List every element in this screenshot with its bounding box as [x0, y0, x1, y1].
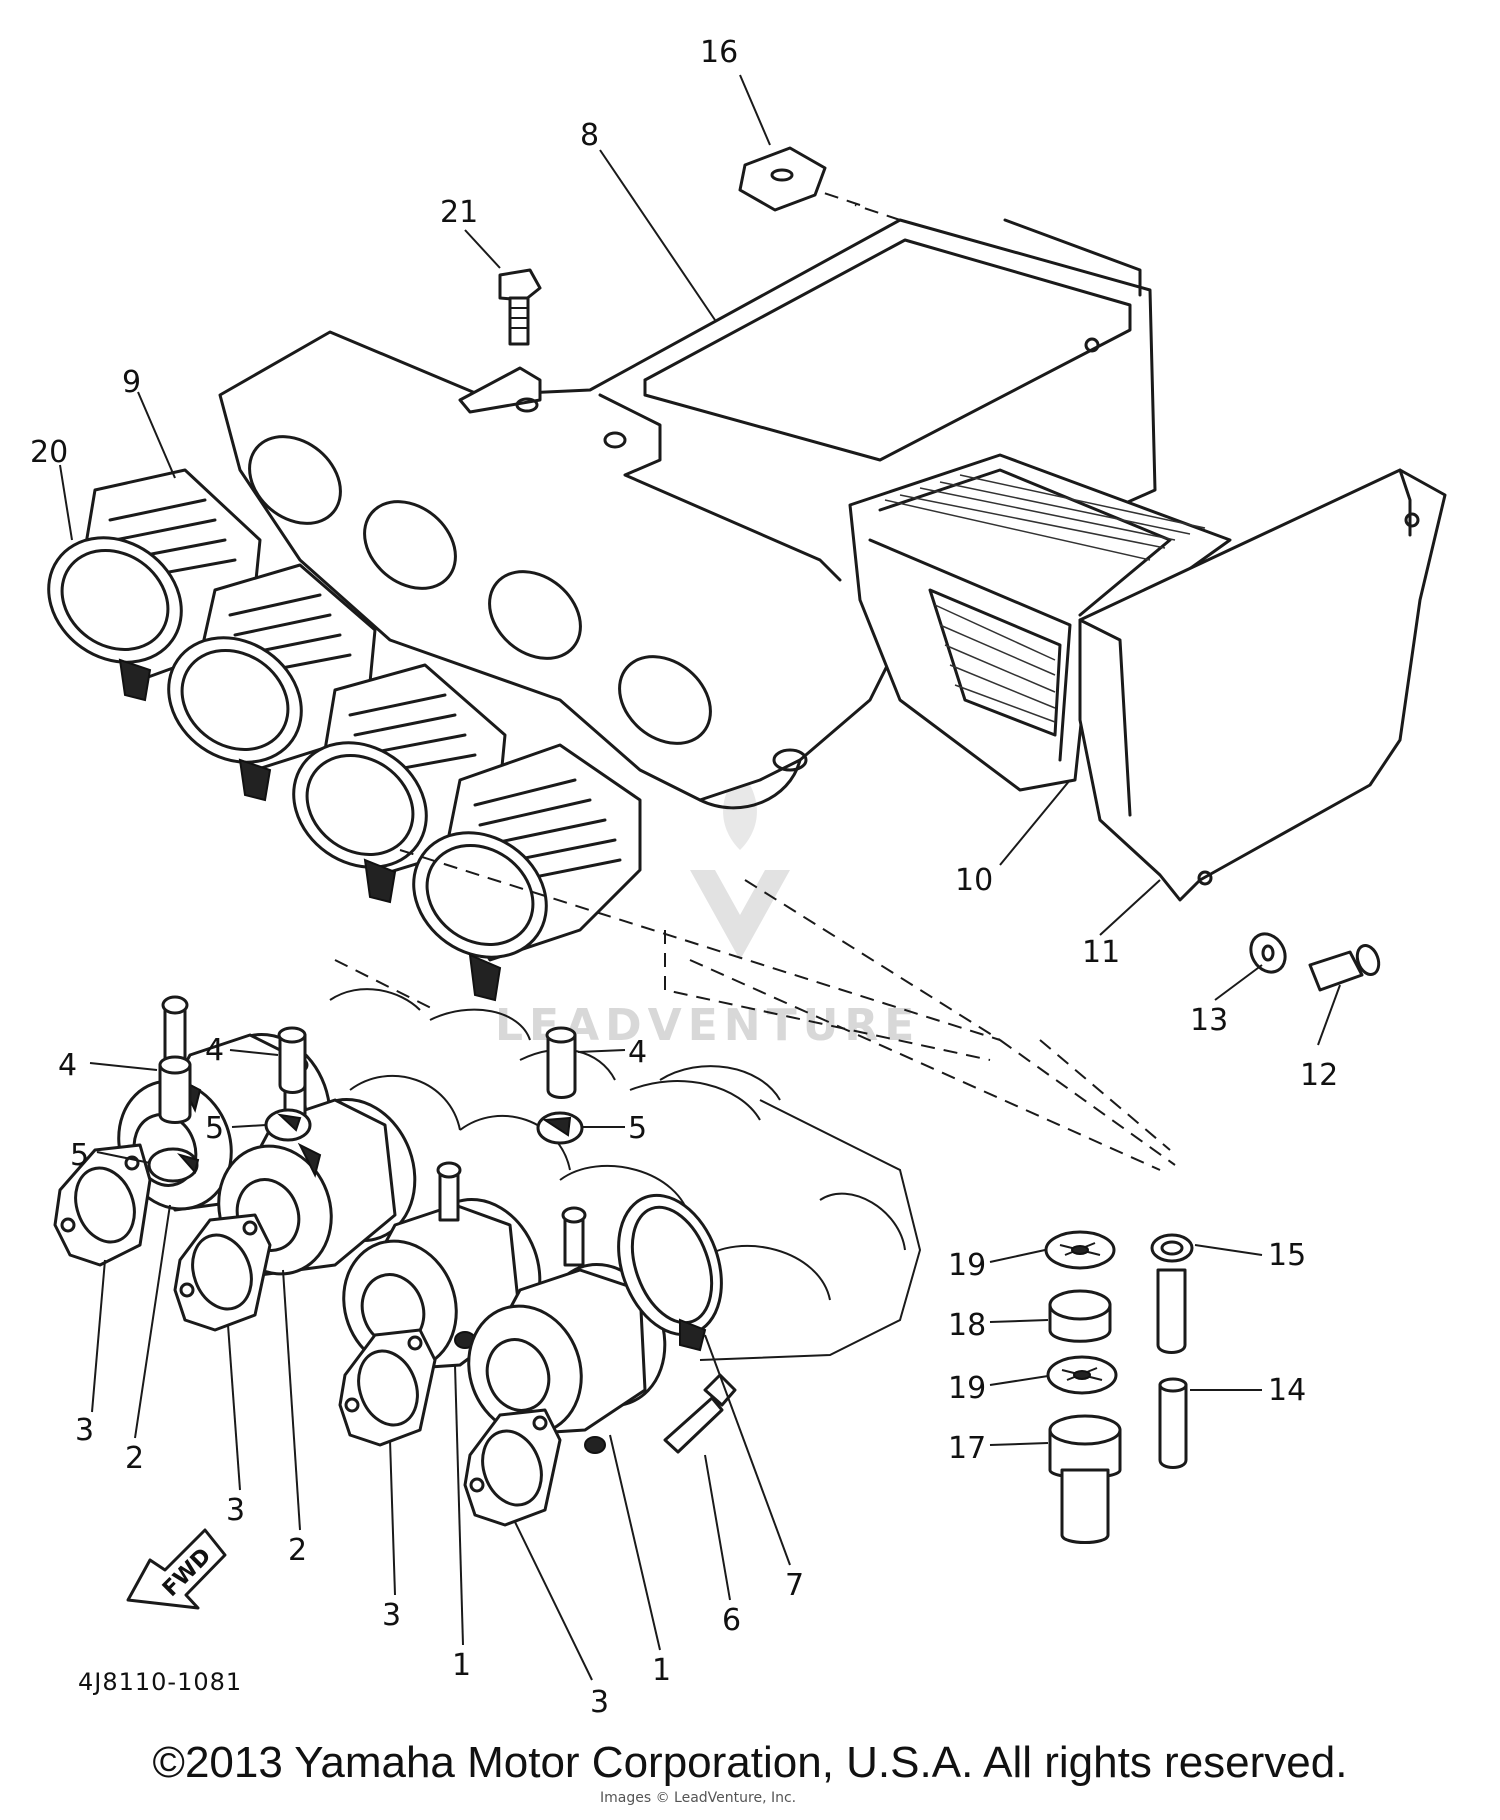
pipe-14 [1156, 1268, 1188, 1469]
filter-element-10 [848, 453, 1232, 792]
callout-7: 7 [785, 1568, 804, 1603]
clips-5 [147, 1108, 584, 1183]
gasket-3d [463, 1408, 562, 1527]
callout-4b: 4 [205, 1033, 224, 1068]
callout-21: 21 [440, 195, 478, 230]
callout-8: 8 [580, 118, 599, 153]
gasket-3c [338, 1328, 437, 1447]
gasket-3b [173, 1213, 272, 1332]
cap-4a [158, 1055, 192, 1124]
callout-2b: 2 [288, 1533, 307, 1568]
callout-3b: 3 [226, 1493, 245, 1528]
gasket-3a [53, 1143, 152, 1267]
air-box-cover-11 [1078, 468, 1447, 902]
engine-outline [329, 988, 922, 1361]
callout-11: 11 [1082, 935, 1120, 970]
callout-1a: 1 [452, 1648, 471, 1683]
air-box-8 [218, 184, 1157, 810]
callout-12: 12 [1300, 1058, 1338, 1093]
callout-17: 17 [948, 1431, 986, 1466]
clip-5b [264, 1108, 312, 1142]
cap-4b [277, 1026, 307, 1094]
seal-19b [1046, 1355, 1118, 1395]
leader-lines [59, 74, 1341, 1681]
callout-10: 10 [955, 863, 993, 898]
image-credit: Images © LeadVenture, Inc. [600, 1790, 797, 1806]
callout-3a: 3 [75, 1413, 94, 1448]
callout-4a: 4 [58, 1048, 77, 1083]
callout-16: 16 [700, 35, 738, 70]
callout-5c: 5 [628, 1111, 647, 1146]
callout-3c: 3 [382, 1598, 401, 1633]
clip-5c [536, 1111, 584, 1145]
callout-2a: 2 [125, 1441, 144, 1476]
drawing-code: 4J8110-1081 [78, 1668, 242, 1696]
copyright-notice: ©2013 Yamaha Motor Corporation, U.S.A. A… [152, 1738, 1348, 1787]
fwd-arrow: FWD [126, 1528, 227, 1610]
callout-5b: 5 [205, 1111, 224, 1146]
part-17 [1048, 1414, 1122, 1544]
callout-14: 14 [1268, 1373, 1306, 1408]
caps-4 [158, 1026, 577, 1124]
callout-15: 15 [1268, 1238, 1306, 1273]
callout-13: 13 [1190, 1003, 1228, 1038]
washer-13 [1249, 932, 1287, 974]
bolt-21 [498, 268, 542, 346]
callout-6: 6 [722, 1603, 741, 1638]
callout-3d: 3 [590, 1685, 609, 1720]
assembly-guides [334, 849, 1176, 1171]
callout-19a: 19 [948, 1248, 986, 1283]
callout-19b: 19 [948, 1371, 986, 1406]
clamp-7 [617, 1193, 723, 1352]
clip-15 [1150, 1233, 1194, 1263]
parts-diagram: LEADVENTURE [30, 35, 1447, 1720]
parts-right [1044, 1230, 1194, 1544]
grommet-16 [738, 146, 827, 212]
callout-4c: 4 [628, 1035, 647, 1070]
callout-1b: 1 [652, 1653, 671, 1688]
callout-18: 18 [948, 1308, 986, 1343]
callout-9: 9 [122, 365, 141, 400]
part-18 [1048, 1289, 1112, 1343]
bolt-12 [1308, 943, 1381, 992]
callout-20: 20 [30, 435, 68, 470]
carburetor-joints [53, 995, 737, 1527]
air-box-joints-9 [47, 468, 642, 1002]
cap-4c [545, 1026, 577, 1099]
callout-5a: 5 [70, 1138, 89, 1173]
clip-5a [147, 1147, 200, 1183]
seal-19a [1044, 1230, 1116, 1270]
callout-numbers: 16 8 21 9 20 10 11 13 12 4 4 4 5 5 5 3 2… [30, 35, 1338, 1720]
